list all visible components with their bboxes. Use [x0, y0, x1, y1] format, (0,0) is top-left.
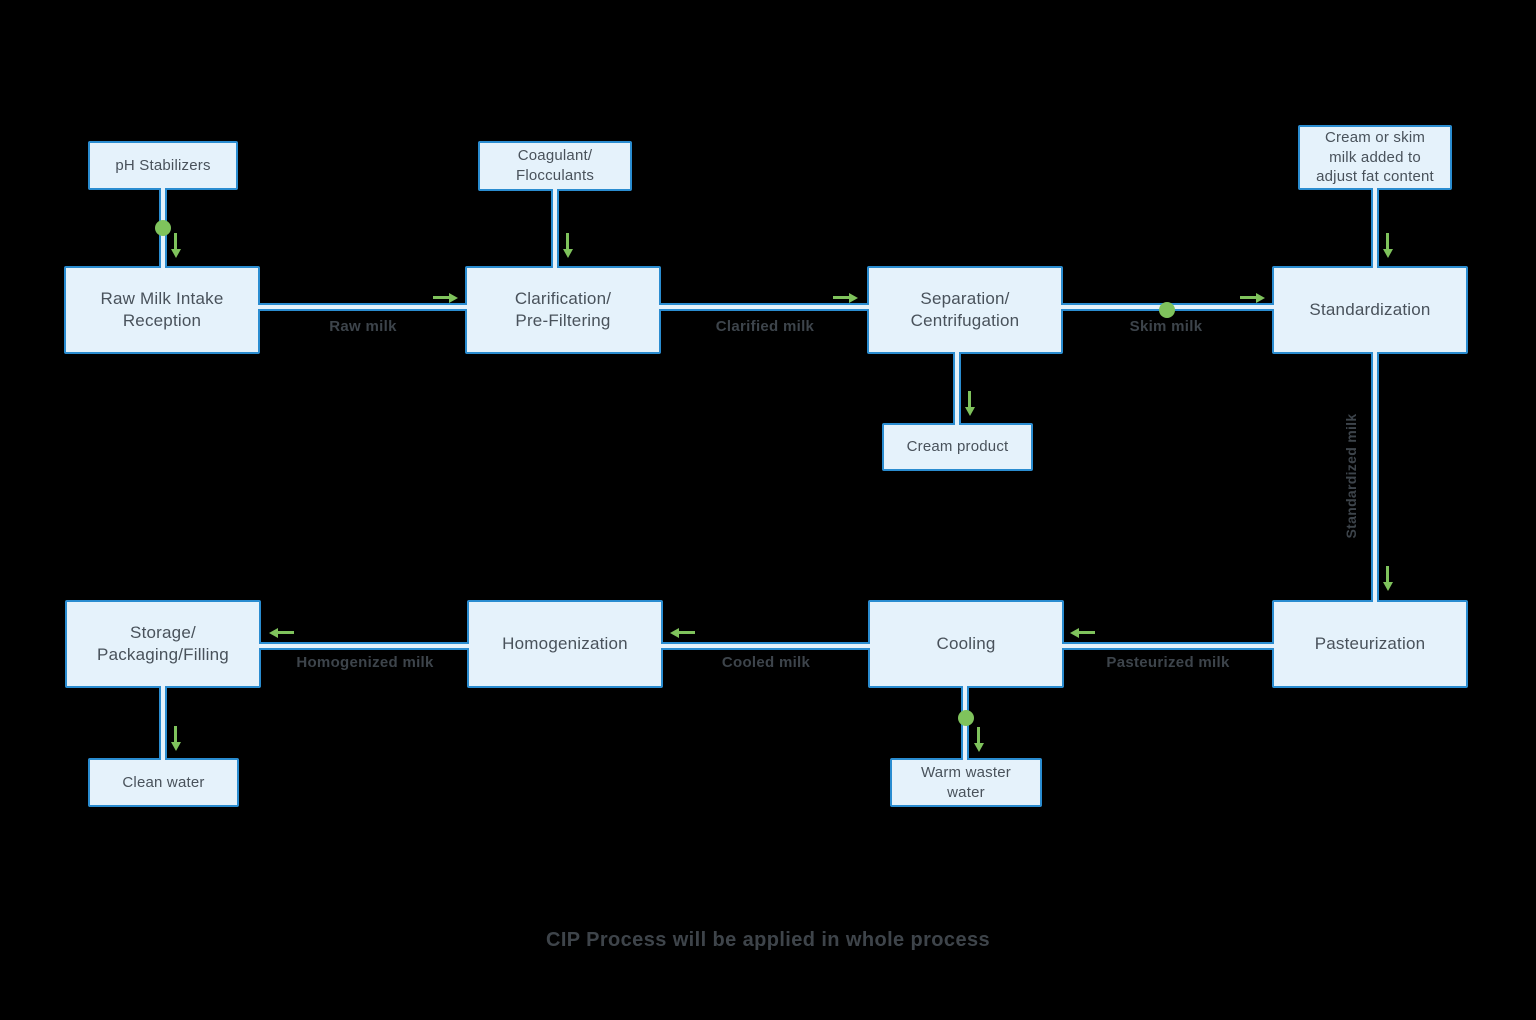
node-raw-milk-intake: Raw Milk Intake Reception — [64, 266, 260, 354]
flow-arrow-icon — [566, 233, 569, 249]
edge-homogenization-to-storage — [259, 642, 469, 650]
diagram-caption: CIP Process will be applied in whole pro… — [545, 929, 991, 951]
node-pasteurization-label: Pasteurization — [1314, 633, 1426, 653]
node-cooling: Cooling — [868, 600, 1064, 688]
edge-label-homogenized-milk: Homogenized milk — [296, 654, 434, 671]
edge-storage-to-cleanwater — [159, 686, 167, 760]
edge-label-raw-milk: Raw milk — [329, 318, 397, 335]
node-raw-milk-intake-label: Raw Milk Intake Reception — [100, 288, 224, 330]
flow-arrow-icon — [679, 631, 695, 634]
node-separation-label: Separation/ Centrifugation — [910, 288, 1020, 330]
node-storage: Storage/ Packaging/Filling — [65, 600, 261, 688]
edge-coagulant-to-clarification — [551, 189, 559, 268]
edge-cooling-to-homogenization — [661, 642, 870, 650]
node-standardization: Standardization — [1272, 266, 1468, 354]
flow-arrow-icon — [433, 296, 449, 299]
node-coagulant-label: Coagulant/ Flocculants — [515, 147, 595, 184]
edge-clarification-to-separation — [659, 303, 869, 311]
node-ph-stabilizers-label: pH Stabilizers — [115, 156, 211, 174]
node-separation: Separation/ Centrifugation — [867, 266, 1063, 354]
flow-arrow-icon — [1386, 566, 1389, 582]
node-homogenization-label: Homogenization — [502, 633, 628, 653]
edge-label-clarified-milk: Clarified milk — [715, 318, 815, 335]
node-clean-water: Clean water — [88, 758, 239, 807]
flow-arrow-icon — [833, 296, 849, 299]
flow-arrow-icon — [1079, 631, 1095, 634]
node-coagulant: Coagulant/ Flocculants — [478, 141, 632, 191]
edge-label-skim-milk: Skim milk — [1129, 318, 1203, 335]
node-pasteurization: Pasteurization — [1272, 600, 1468, 688]
node-cream-product-label: Cream product — [906, 438, 1009, 456]
edge-rawmilk-to-clarification — [258, 303, 467, 311]
node-warm-waste-water-label: Warm waster water — [921, 763, 1011, 801]
flow-arrow-icon — [1240, 296, 1256, 299]
node-clean-water-label: Clean water — [122, 773, 205, 791]
cip-dot-skim-line — [1159, 302, 1175, 318]
cip-dot-cooling-line — [958, 710, 974, 726]
flow-arrow-icon — [174, 726, 177, 742]
edge-label-pasteurized-milk: Pasteurized milk — [1106, 654, 1230, 671]
node-homogenization: Homogenization — [467, 600, 663, 688]
node-cream-product: Cream product — [882, 423, 1033, 471]
flow-arrow-icon — [977, 727, 980, 743]
node-clarification-label: Clarification/ Pre-Filtering — [514, 288, 612, 330]
node-ph-stabilizers: pH Stabilizers — [88, 141, 238, 190]
node-cooling-label: Cooling — [936, 633, 996, 653]
flow-arrow-icon — [1386, 233, 1389, 249]
flow-arrow-icon — [278, 631, 294, 634]
flow-arrow-icon — [968, 391, 971, 407]
node-storage-label: Storage/ Packaging/Filling — [97, 622, 229, 664]
edge-creamskim-to-standardization — [1371, 188, 1379, 268]
node-standardization-label: Standardization — [1309, 299, 1431, 319]
edge-pasteurization-to-cooling — [1062, 642, 1274, 650]
edge-separation-to-creamproduct — [953, 352, 961, 425]
edge-label-standardized-milk: Standardized milk — [1343, 413, 1359, 539]
cip-dot-ph-line — [155, 220, 171, 236]
node-clarification: Clarification/ Pre-Filtering — [465, 266, 661, 354]
node-warm-waste-water: Warm waster water — [890, 758, 1042, 807]
edge-standardization-to-pasteurization — [1371, 352, 1379, 602]
node-cream-or-skim: Cream or skim milk added to adjust fat c… — [1298, 125, 1452, 190]
edge-label-cooled-milk: Cooled milk — [721, 654, 811, 671]
flow-arrow-icon — [174, 233, 177, 249]
node-cream-or-skim-label: Cream or skim milk added to adjust fat c… — [1316, 128, 1434, 186]
